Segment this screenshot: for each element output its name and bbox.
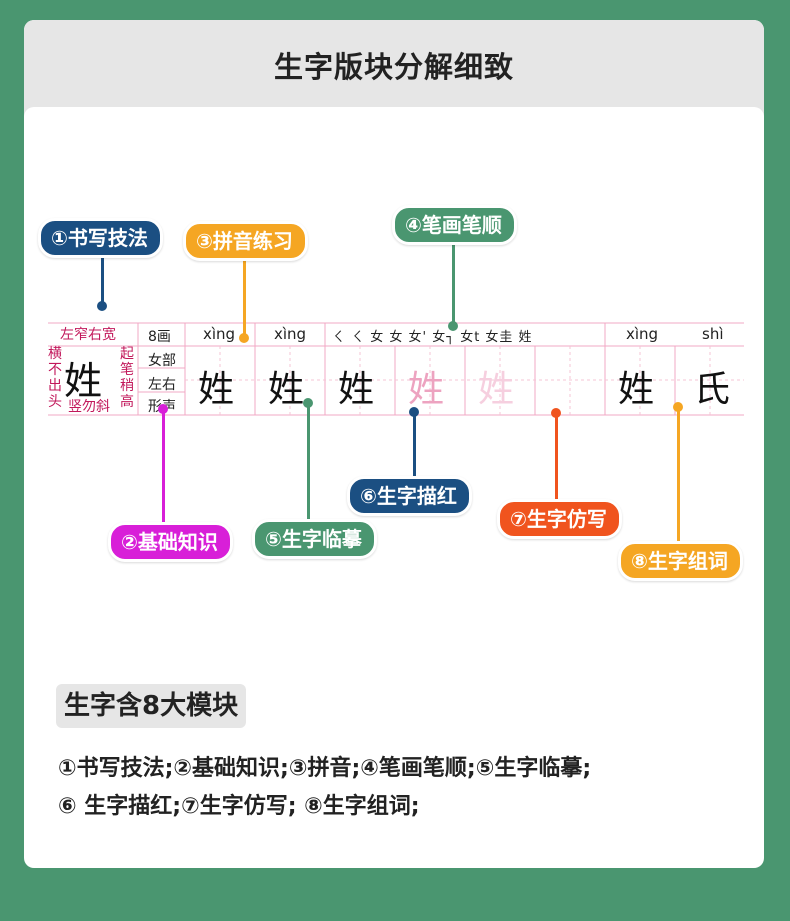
trace-char-1: 姓 — [408, 369, 445, 410]
tip-right: 起笔稍高 — [120, 346, 134, 410]
label-word-building: ⑧生字组词 — [618, 541, 743, 581]
connector-dot-3 — [239, 333, 249, 343]
connector-7 — [555, 416, 558, 502]
connector-8 — [677, 410, 680, 546]
page-title: 生字版块分解细致 — [273, 50, 514, 84]
content-card: 生字版块分解细致 — [24, 20, 764, 868]
practice-char-1: 姓 — [198, 369, 235, 410]
pinyin-2: xìng — [274, 325, 307, 343]
radical: 女部 — [148, 353, 176, 369]
label-pinyin-practice: ③拼音练习 — [183, 221, 308, 261]
word-char-1: 姓 — [618, 369, 655, 410]
connector-2 — [162, 410, 165, 530]
pinyin-1: xìng — [203, 325, 236, 343]
trace-char-2: 姓 — [478, 369, 515, 410]
practice-char-3: 姓 — [338, 369, 375, 410]
stroke-order: ㄑ ㄑ 女 女 女' 女┐ 女t 女圭 姓 — [332, 330, 533, 345]
connector-dot-1 — [97, 301, 107, 311]
connector-dot-4 — [448, 321, 458, 331]
label-char-trace: ⑥生字描红 — [347, 476, 472, 516]
tip-left: 横不出头 — [48, 346, 62, 410]
summary-title: 生字含8大模块 — [56, 684, 247, 728]
label-char-imitate: ⑦生字仿写 — [497, 499, 622, 539]
connector-dot-6 — [409, 407, 419, 417]
tip-char: 姓 — [64, 359, 103, 403]
word-char-2: 氏 — [694, 369, 731, 410]
summary-line-2: ⑥ 生字描红;⑦生字仿写; ⑧生字组词; — [58, 794, 420, 819]
summary-line-1: ①书写技法;②基础知识;③拼音;④笔画笔顺;⑤生字临摹; — [58, 756, 592, 781]
structure: 左右 — [148, 377, 176, 393]
card-header: 生字版块分解细致 — [24, 20, 764, 117]
label-writing-technique: ①书写技法 — [38, 218, 163, 258]
connector-1 — [101, 254, 104, 306]
connector-dot-5 — [303, 398, 313, 408]
connector-3 — [243, 256, 246, 336]
tip-bottom: 竖勿斜 — [68, 399, 110, 415]
connector-dot-8 — [673, 402, 683, 412]
connector-6 — [413, 414, 416, 478]
label-stroke-order: ④笔画笔顺 — [392, 205, 517, 245]
word-pinyin-2: shì — [702, 325, 724, 343]
label-basic-knowledge: ②基础知识 — [108, 522, 233, 562]
connector-5 — [307, 406, 310, 526]
label-char-copy: ⑤生字临摹 — [252, 519, 377, 559]
connector-dot-7 — [551, 408, 561, 418]
word-pinyin-1: xìng — [626, 325, 659, 343]
practice-char-2: 姓 — [268, 369, 305, 410]
connector-4 — [452, 240, 455, 326]
connector-dot-2 — [158, 404, 168, 414]
stroke-count: 8画 — [148, 329, 171, 345]
tip-top: 左窄右宽 — [60, 327, 116, 343]
